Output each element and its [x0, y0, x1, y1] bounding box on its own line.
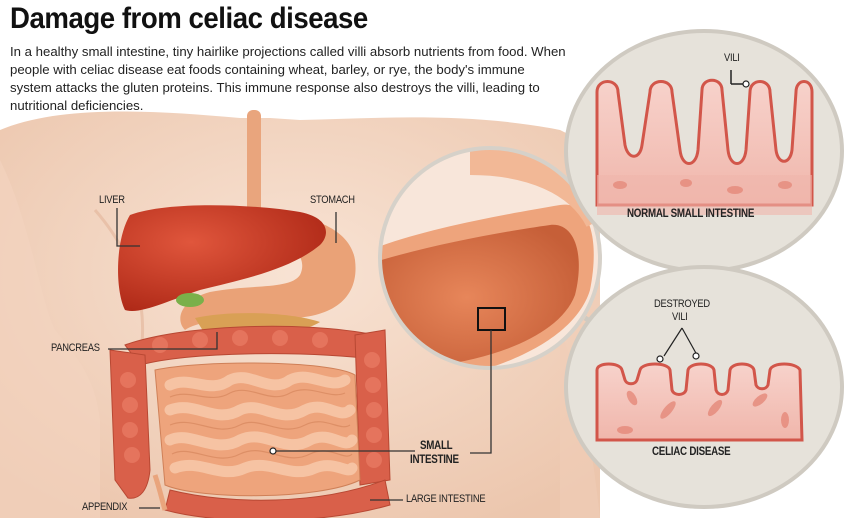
caption-celiac-disease: CELIAC DISEASE	[652, 446, 731, 458]
esophagus	[247, 110, 261, 220]
magnified-intestine	[378, 146, 607, 370]
gallbladder	[176, 293, 204, 307]
label-large-intestine: LARGE INTESTINE	[406, 493, 486, 505]
intro-paragraph: In a healthy small intestine, tiny hairl…	[10, 44, 566, 113]
appendix	[152, 474, 168, 511]
label-appendix: APPENDIX	[82, 501, 128, 513]
caption-normal-small-intestine: NORMAL SMALL INTESTINE	[627, 208, 755, 220]
label-stomach: STOMACH	[310, 194, 355, 206]
label-small-intestine-line1: SMALL	[420, 440, 453, 452]
label-small-intestine-line2: INTESTINE	[410, 454, 459, 466]
label-liver: LIVER	[99, 194, 125, 206]
label-destroyed-line1: DESTROYED	[654, 298, 710, 310]
label-vili: VILI	[724, 52, 740, 64]
celiac-intestine-inset	[564, 265, 844, 509]
label-destroyed-line2: VILI	[672, 311, 688, 323]
label-pancreas: PANCREAS	[51, 342, 100, 354]
page-title: Damage from celiac disease	[10, 2, 368, 35]
liver	[118, 205, 326, 311]
leader-lines	[108, 208, 492, 509]
normal-intestine-inset	[564, 29, 844, 273]
